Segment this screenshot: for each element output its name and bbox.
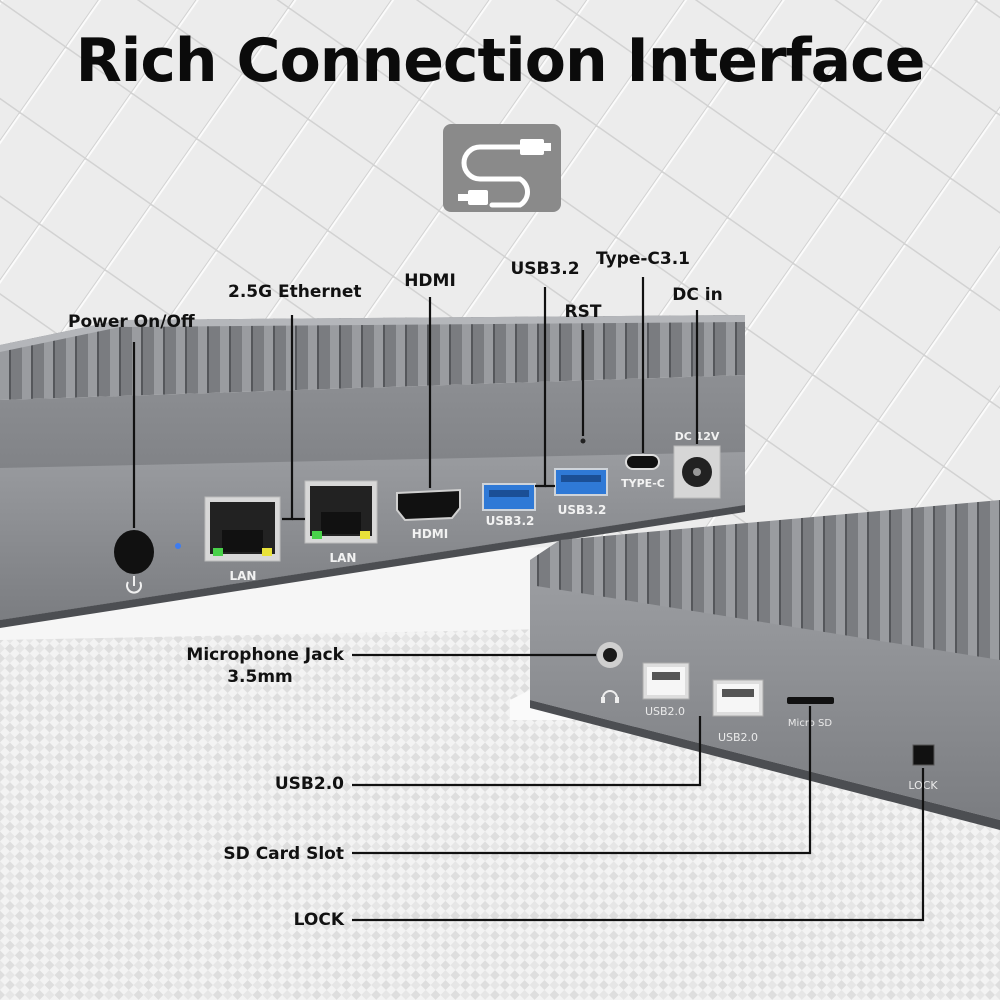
mini-pc-side: USB2.0 USB2.0 Micro SD LOCK (530, 500, 1000, 830)
callout-dcin: DC in (672, 285, 723, 305)
heatsink-fins (0, 315, 745, 400)
label-usb20-2: USB2.0 (718, 731, 758, 744)
lan-port-2[interactable] (304, 480, 378, 544)
callout-power: Power On/Off (68, 312, 195, 332)
label-usb20-1: USB2.0 (645, 705, 685, 718)
callout-lock: LOCK (293, 910, 344, 930)
headset-icon (601, 690, 619, 703)
callout-usb20: USB2.0 (274, 774, 344, 794)
hdmi-port[interactable] (396, 488, 461, 522)
usb20-port-2[interactable] (712, 679, 764, 717)
label-usb32-1: USB3.2 (486, 514, 535, 528)
label-type-c: TYPE-C (621, 477, 665, 490)
label-usb32-2: USB3.2 (558, 503, 607, 517)
usb-cable-icon (443, 124, 561, 212)
label-hdmi: HDMI (412, 527, 448, 541)
dc-jack[interactable] (673, 445, 721, 499)
power-symbol-icon (126, 576, 142, 594)
mini-pc-front: LAN LAN HDMI USB3.2 USB3.2 TYPE-C DC 12V (0, 315, 745, 628)
status-led (175, 543, 181, 549)
power-button[interactable] (114, 530, 154, 574)
callout-sd: SD Card Slot (223, 844, 344, 864)
label-lan-2: LAN (330, 551, 357, 565)
callout-microphone-size: 3.5mm (227, 667, 293, 687)
callout-rst: RST (564, 302, 602, 322)
callout-ethernet: 2.5G Ethernet (228, 282, 362, 302)
type-c-port[interactable] (625, 454, 660, 470)
microsd-slot[interactable] (787, 697, 834, 704)
usb32-port-2[interactable] (554, 468, 608, 496)
callout-usb32: USB3.2 (510, 259, 580, 279)
lan-port-1[interactable] (204, 496, 281, 562)
label-lan-1: LAN (230, 569, 257, 583)
callout-hdmi: HDMI (404, 271, 456, 291)
page-title: Rich Connection Interface (75, 26, 926, 96)
usb20-port-1[interactable] (642, 662, 690, 700)
side-panel (530, 585, 1000, 820)
usb32-port-1[interactable] (482, 483, 536, 511)
reset-pinhole[interactable] (580, 438, 586, 444)
callout-microphone: Microphone Jack (186, 645, 344, 665)
callout-typec: Type-C3.1 (595, 249, 690, 269)
pedestal-left (0, 600, 540, 1000)
kensington-lock[interactable] (912, 744, 935, 766)
leader-lines (132, 277, 925, 922)
heatsink-fins-2 (530, 500, 1000, 670)
